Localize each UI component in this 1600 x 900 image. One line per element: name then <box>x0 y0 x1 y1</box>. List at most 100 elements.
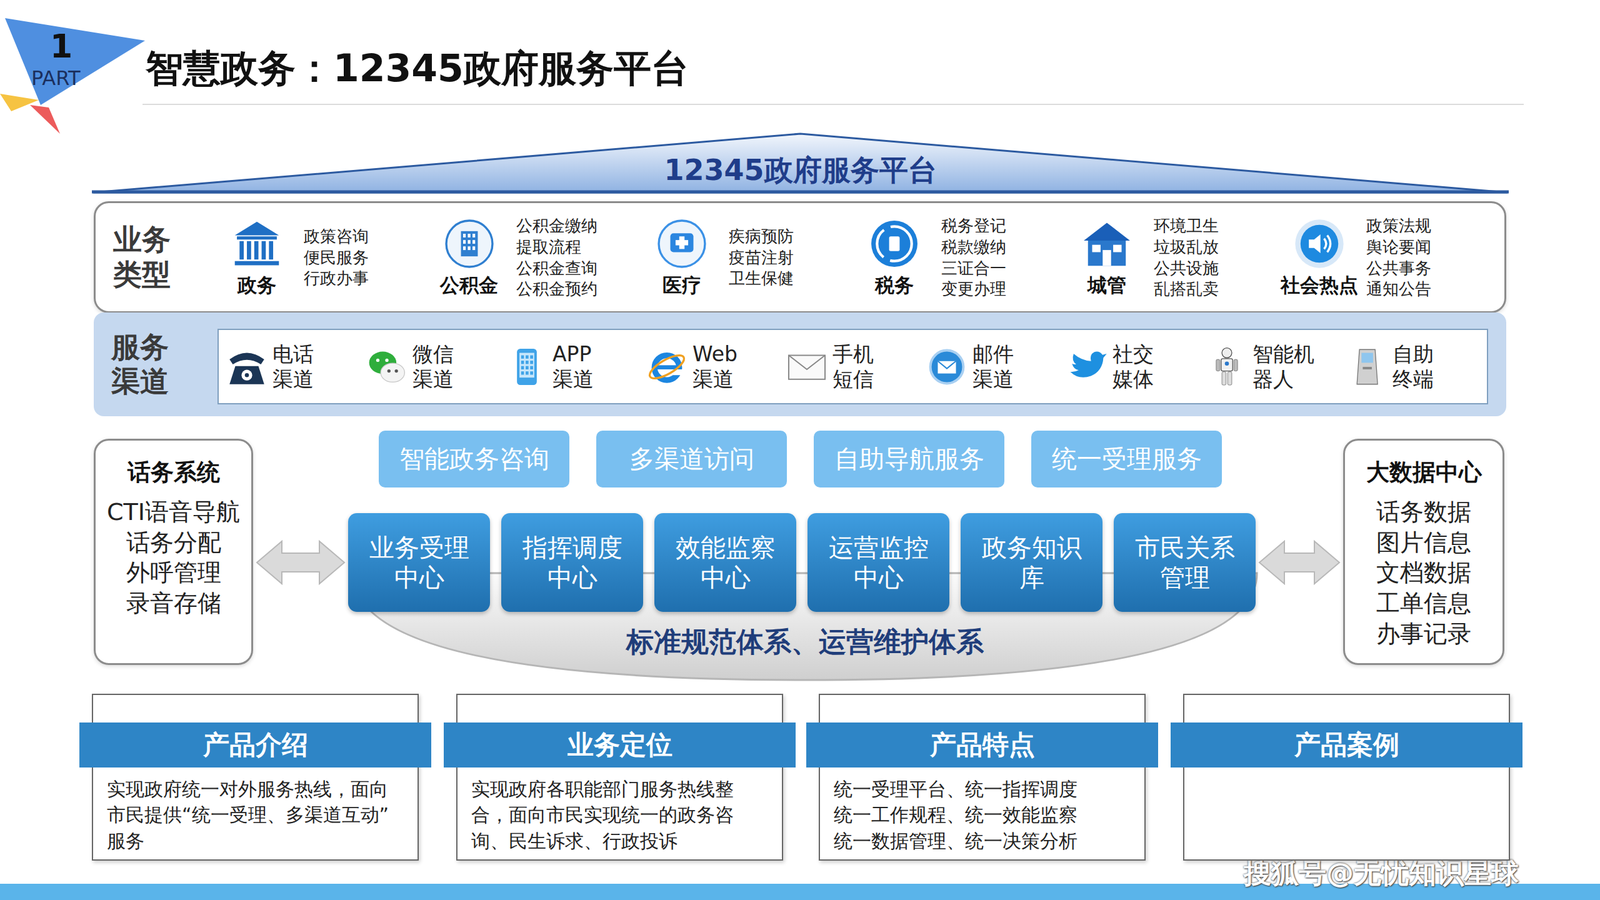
channel-item: 手机 短信 <box>782 328 922 405</box>
channel-name: 智能机 器人 <box>1252 341 1317 392</box>
service-label: 智能政务咨询 <box>399 441 550 477</box>
item-badge: 政务 <box>214 217 299 299</box>
row-heading: 业务 类型 <box>113 222 177 292</box>
channel-panel: 服务 渠道电话 渠道微信 渠道APP 渠道Web 渠道手机 短信邮件 渠道社交 … <box>93 312 1507 417</box>
icon-window <box>462 233 465 238</box>
category-panel: 业务 类型政务政策咨询 便民服务 行政办事公积金公积金缴纳 提取流程 公积金查询… <box>93 201 1507 314</box>
channel-name: APP 渠道 <box>552 341 617 392</box>
icon-window <box>1091 244 1100 252</box>
icon-key <box>521 355 525 359</box>
channel-item: 智能机 器人 <box>1202 328 1342 405</box>
item-name: 社会热点 <box>1280 272 1359 299</box>
icon-halo <box>1295 219 1344 268</box>
label-slot: PART <box>31 66 81 90</box>
channel-item: Web 渠道 <box>642 328 782 405</box>
icon-body <box>229 365 264 384</box>
icon <box>926 346 968 388</box>
icon-kiosk <box>1356 349 1378 384</box>
icon-eye <box>385 358 389 362</box>
box-body: CTI语音导航 话务分配 外呼管理 录音存储 <box>100 496 247 619</box>
card-title: 产品案例 <box>1294 727 1400 763</box>
title-rule <box>142 103 1524 105</box>
item-list: 公积金缴纳 提取流程 公积金查询 公积金预约 <box>516 215 604 300</box>
icon <box>1080 217 1134 270</box>
icon-flap <box>937 360 956 369</box>
card-title: 产品特点 <box>930 727 1035 763</box>
item-badge: 税务 <box>851 217 937 299</box>
icon-handset <box>229 352 264 364</box>
icon-window <box>472 240 475 244</box>
icon-disc <box>871 220 918 267</box>
center-box: 指挥调度 中心 <box>501 513 644 612</box>
icon-window <box>467 246 470 250</box>
category-item: 税务税务登记 税款缴纳 三证合一 变更办理 <box>851 203 1059 313</box>
item-badge: 医疗 <box>639 217 724 299</box>
double-arrow <box>1259 541 1340 584</box>
icon-window <box>472 233 475 238</box>
icon-key <box>525 365 529 369</box>
roof-eave <box>91 190 1509 194</box>
channel-name: 手机 短信 <box>832 341 897 392</box>
icon-beam <box>236 236 277 240</box>
icon-key <box>525 360 529 364</box>
icon-envelope <box>937 360 956 374</box>
icon-leg <box>1227 371 1232 385</box>
icon-arm <box>1216 359 1220 371</box>
roof-band: 12345政府服务平台 <box>91 132 1509 194</box>
icon-dial <box>241 369 252 380</box>
icon-window <box>467 240 470 244</box>
icon <box>786 346 828 388</box>
icon-speaker <box>1308 233 1320 253</box>
icon-dial-hub <box>245 372 250 377</box>
icon-key <box>521 365 525 369</box>
center-box: 政务知识 库 <box>960 513 1103 612</box>
icon <box>1293 217 1346 270</box>
icon <box>230 217 284 270</box>
item-list: 政策法规 舆论要闻 公共事务 通知公告 <box>1366 215 1454 300</box>
channel-name: 电话 渠道 <box>272 341 337 392</box>
channel-item: 自助 终端 <box>1342 328 1482 405</box>
center-label: 运营监控 中心 <box>816 532 941 593</box>
info-card: 业务定位实现政府各职能部门服务热线整合，面向市民实现统一的政务咨询、民生诉求、行… <box>456 693 784 861</box>
center-box: 运营监控 中心 <box>807 513 950 612</box>
icon-envelope <box>788 355 825 379</box>
item-badge: 公积金 <box>426 217 512 299</box>
icon-roof <box>234 221 279 235</box>
card-body: 实现政府各职能部门服务热线整合，面向市民实现统一的政务咨询、民生诉求、行政投诉 <box>471 776 769 854</box>
item-name: 医疗 <box>662 272 702 299</box>
icon-chest <box>1225 361 1230 366</box>
category-item: 城管环境卫生 垃圾乱放 公共设施 乱搭乱卖 <box>1064 203 1271 313</box>
platform-label: 标准规范体系、运营维护体系 <box>626 623 984 661</box>
icon-base <box>234 260 279 265</box>
title-slot: 智慧政务：12345政府服务平台 <box>145 43 689 95</box>
icon-key <box>530 355 534 359</box>
channel-name: 微信 渠道 <box>412 341 477 392</box>
category-item: 医疗疾病预防 疫苗注射 卫生保健 <box>639 203 846 313</box>
icon-key <box>521 360 525 364</box>
icon-arm <box>1233 359 1238 371</box>
channel-name: 社交 媒体 <box>1112 341 1177 392</box>
icon-bubble <box>380 363 405 382</box>
icon-column <box>239 240 244 259</box>
icon-ring <box>446 220 493 267</box>
icon-ring <box>658 220 705 267</box>
card-header: 业务定位 <box>443 722 796 768</box>
badge-red <box>30 105 60 134</box>
channel-item: 电话 渠道 <box>222 328 362 405</box>
channel-item: 社交 媒体 <box>1062 328 1202 405</box>
roof-title: 12345政府服务平台 <box>663 151 937 190</box>
icon <box>1206 346 1248 388</box>
channel-item: 微信 渠道 <box>362 328 502 405</box>
box-heading: 大数据中心 <box>1366 456 1482 489</box>
channel-name: 自助 终端 <box>1392 341 1457 392</box>
icon <box>1066 346 1108 388</box>
icon-wave <box>1326 235 1330 252</box>
card-header: 产品案例 <box>1170 722 1523 768</box>
icon-house <box>1087 240 1125 265</box>
icon <box>366 346 408 388</box>
card-title: 产品介绍 <box>203 727 309 763</box>
info-card: 产品介绍实现政府统一对外服务热线，面向市民提供“统一受理、多渠道互动”服务 <box>91 693 419 861</box>
icon-eye <box>387 368 391 372</box>
icon-key <box>521 371 525 375</box>
